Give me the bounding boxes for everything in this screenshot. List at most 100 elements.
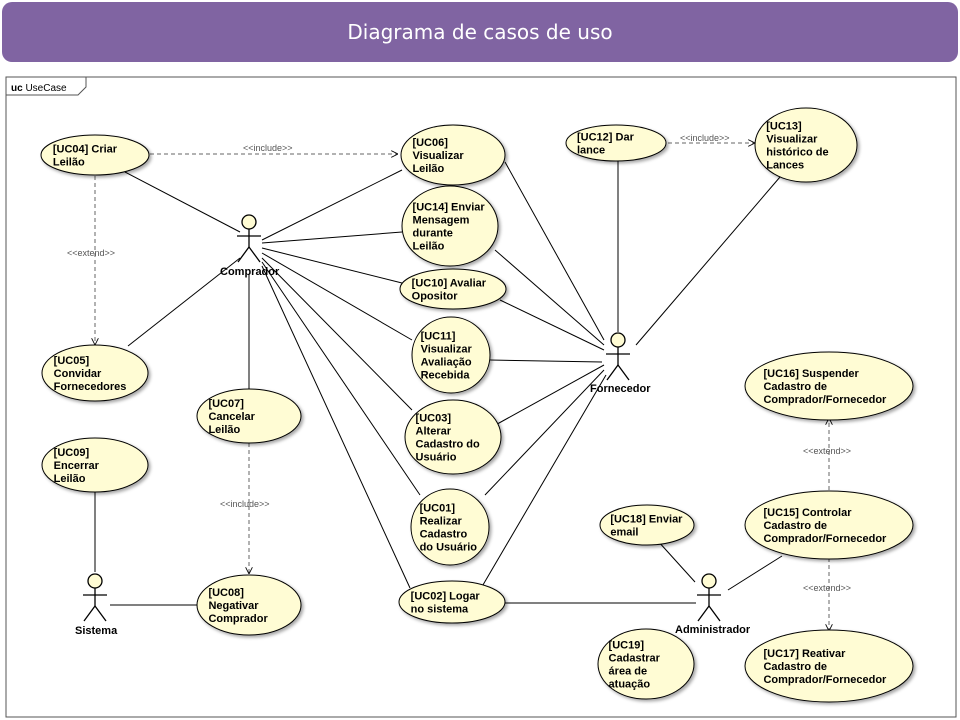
frame-name: UseCase bbox=[25, 83, 67, 94]
usecase-uc13-line-0: [UC13] bbox=[766, 121, 802, 133]
actor-sistema-right-leg bbox=[94, 605, 107, 622]
extend-label-uc04-uc05: <<extend>> bbox=[67, 248, 115, 258]
usecase-uc15-line-0: [UC15] Controlar bbox=[763, 507, 852, 519]
usecase-uc09-line-2: Leilão bbox=[54, 473, 86, 485]
include-label-uc07-uc08: <<include>> bbox=[220, 499, 270, 509]
usecase-uc03-line-3: Usuário bbox=[416, 452, 457, 464]
usecase-uc02-line-0: [UC02] Logar bbox=[411, 591, 481, 603]
frame-label: uc UseCase bbox=[11, 83, 67, 94]
dependencies bbox=[95, 143, 829, 631]
usecase-uc01-line-2: Cadastro bbox=[420, 529, 468, 541]
actor-administrador-right-leg bbox=[708, 605, 721, 622]
usecase-uc08-line-0: [UC08] bbox=[208, 587, 244, 599]
usecase-uc10-shape bbox=[399, 268, 507, 310]
usecase-uc13-line-1: Visualizar bbox=[766, 134, 818, 146]
usecase-uc16-shape bbox=[744, 351, 914, 421]
actor-fornecedor-head bbox=[610, 332, 626, 348]
usecase-uc13-line-2: histórico de bbox=[766, 147, 828, 159]
actor-comprador[interactable]: Comprador bbox=[220, 214, 280, 278]
actor-fornecedor-figure bbox=[606, 332, 630, 381]
actor-comprador-label: Comprador bbox=[220, 266, 280, 278]
usecase-uc08-line-2: Comprador bbox=[208, 613, 268, 625]
usecase-uc19-line-0: [UC19] bbox=[609, 640, 645, 652]
usecase-uc02-line-1: no sistema bbox=[411, 604, 469, 616]
diagram-title: Diagrama de casos de uso bbox=[347, 20, 613, 44]
usecase-uc05-line-0: [UC05] bbox=[54, 355, 90, 367]
actor-sistema[interactable]: Sistema bbox=[75, 573, 118, 637]
usecase-uc06-line-1: Visualizar bbox=[412, 150, 464, 162]
actor-fornecedor[interactable]: Fornecedor bbox=[590, 332, 651, 395]
usecase-uc04-line-1: Leilão bbox=[53, 157, 85, 169]
extend-label-uc15-uc17: <<extend>> bbox=[803, 583, 851, 593]
usecase-uc14-line-1: Mensagem bbox=[413, 215, 470, 227]
usecase-uc09-line-0: [UC09] bbox=[54, 447, 90, 459]
actor-sistema-head bbox=[87, 573, 103, 589]
usecase-uc19-line-1: Cadastrar bbox=[609, 653, 661, 665]
actor-comprador-right-leg bbox=[248, 246, 261, 263]
usecase-uc05-shape bbox=[41, 344, 149, 402]
usecase-uc11-shape bbox=[411, 316, 491, 394]
usecase-uc14-shape bbox=[401, 185, 499, 267]
usecase-uc17-shape bbox=[744, 629, 914, 703]
usecase-uc14-line-2: durante bbox=[413, 228, 453, 240]
actor-administrador[interactable]: Administrador bbox=[675, 573, 751, 636]
usecase-uc07-line-1: Cancelar bbox=[208, 411, 255, 423]
usecase-uc06-line-0: [UC06] bbox=[412, 137, 448, 149]
usecase-uc06-line-2: Leilão bbox=[412, 163, 444, 175]
usecase-uc03-line-2: Cadastro do bbox=[416, 439, 480, 451]
usecase-uc12-shape bbox=[565, 124, 667, 162]
usecase-uc03-shape bbox=[404, 399, 502, 475]
actor-administrador-figure bbox=[697, 573, 721, 622]
usecase-uc01-shape bbox=[410, 488, 490, 566]
usecase-uc11-line-2: Avaliação bbox=[421, 357, 472, 369]
usecase-uc01-line-0: [UC01] bbox=[420, 503, 456, 515]
usecase-uc07-shape bbox=[196, 388, 302, 444]
usecase-uc08-shape bbox=[196, 574, 302, 636]
frame-keyword: uc bbox=[11, 83, 23, 94]
usecase-uc11-line-1: Visualizar bbox=[421, 344, 473, 356]
usecase-uc09-line-1: Encerrar bbox=[54, 460, 100, 472]
usecase-uc06-shape bbox=[400, 124, 506, 186]
actor-sistema-label: Sistema bbox=[75, 625, 118, 637]
usecase-uc10-line-0: [UC10] Avaliar bbox=[412, 278, 487, 290]
usecase-uc16-line-2: Comprador/Fornecedor bbox=[763, 394, 887, 406]
usecase-uc10-line-1: Opositor bbox=[412, 291, 459, 303]
actor-fornecedor-label: Fornecedor bbox=[590, 383, 651, 395]
usecase-uc17-line-2: Comprador/Fornecedor bbox=[763, 674, 887, 686]
relation-labels: <<include>> <<extend>> <<include>> <<inc… bbox=[67, 133, 851, 593]
usecase-uc09-shape bbox=[41, 437, 149, 493]
usecase-uc18-line-0: [UC18] Enviar bbox=[610, 514, 683, 526]
